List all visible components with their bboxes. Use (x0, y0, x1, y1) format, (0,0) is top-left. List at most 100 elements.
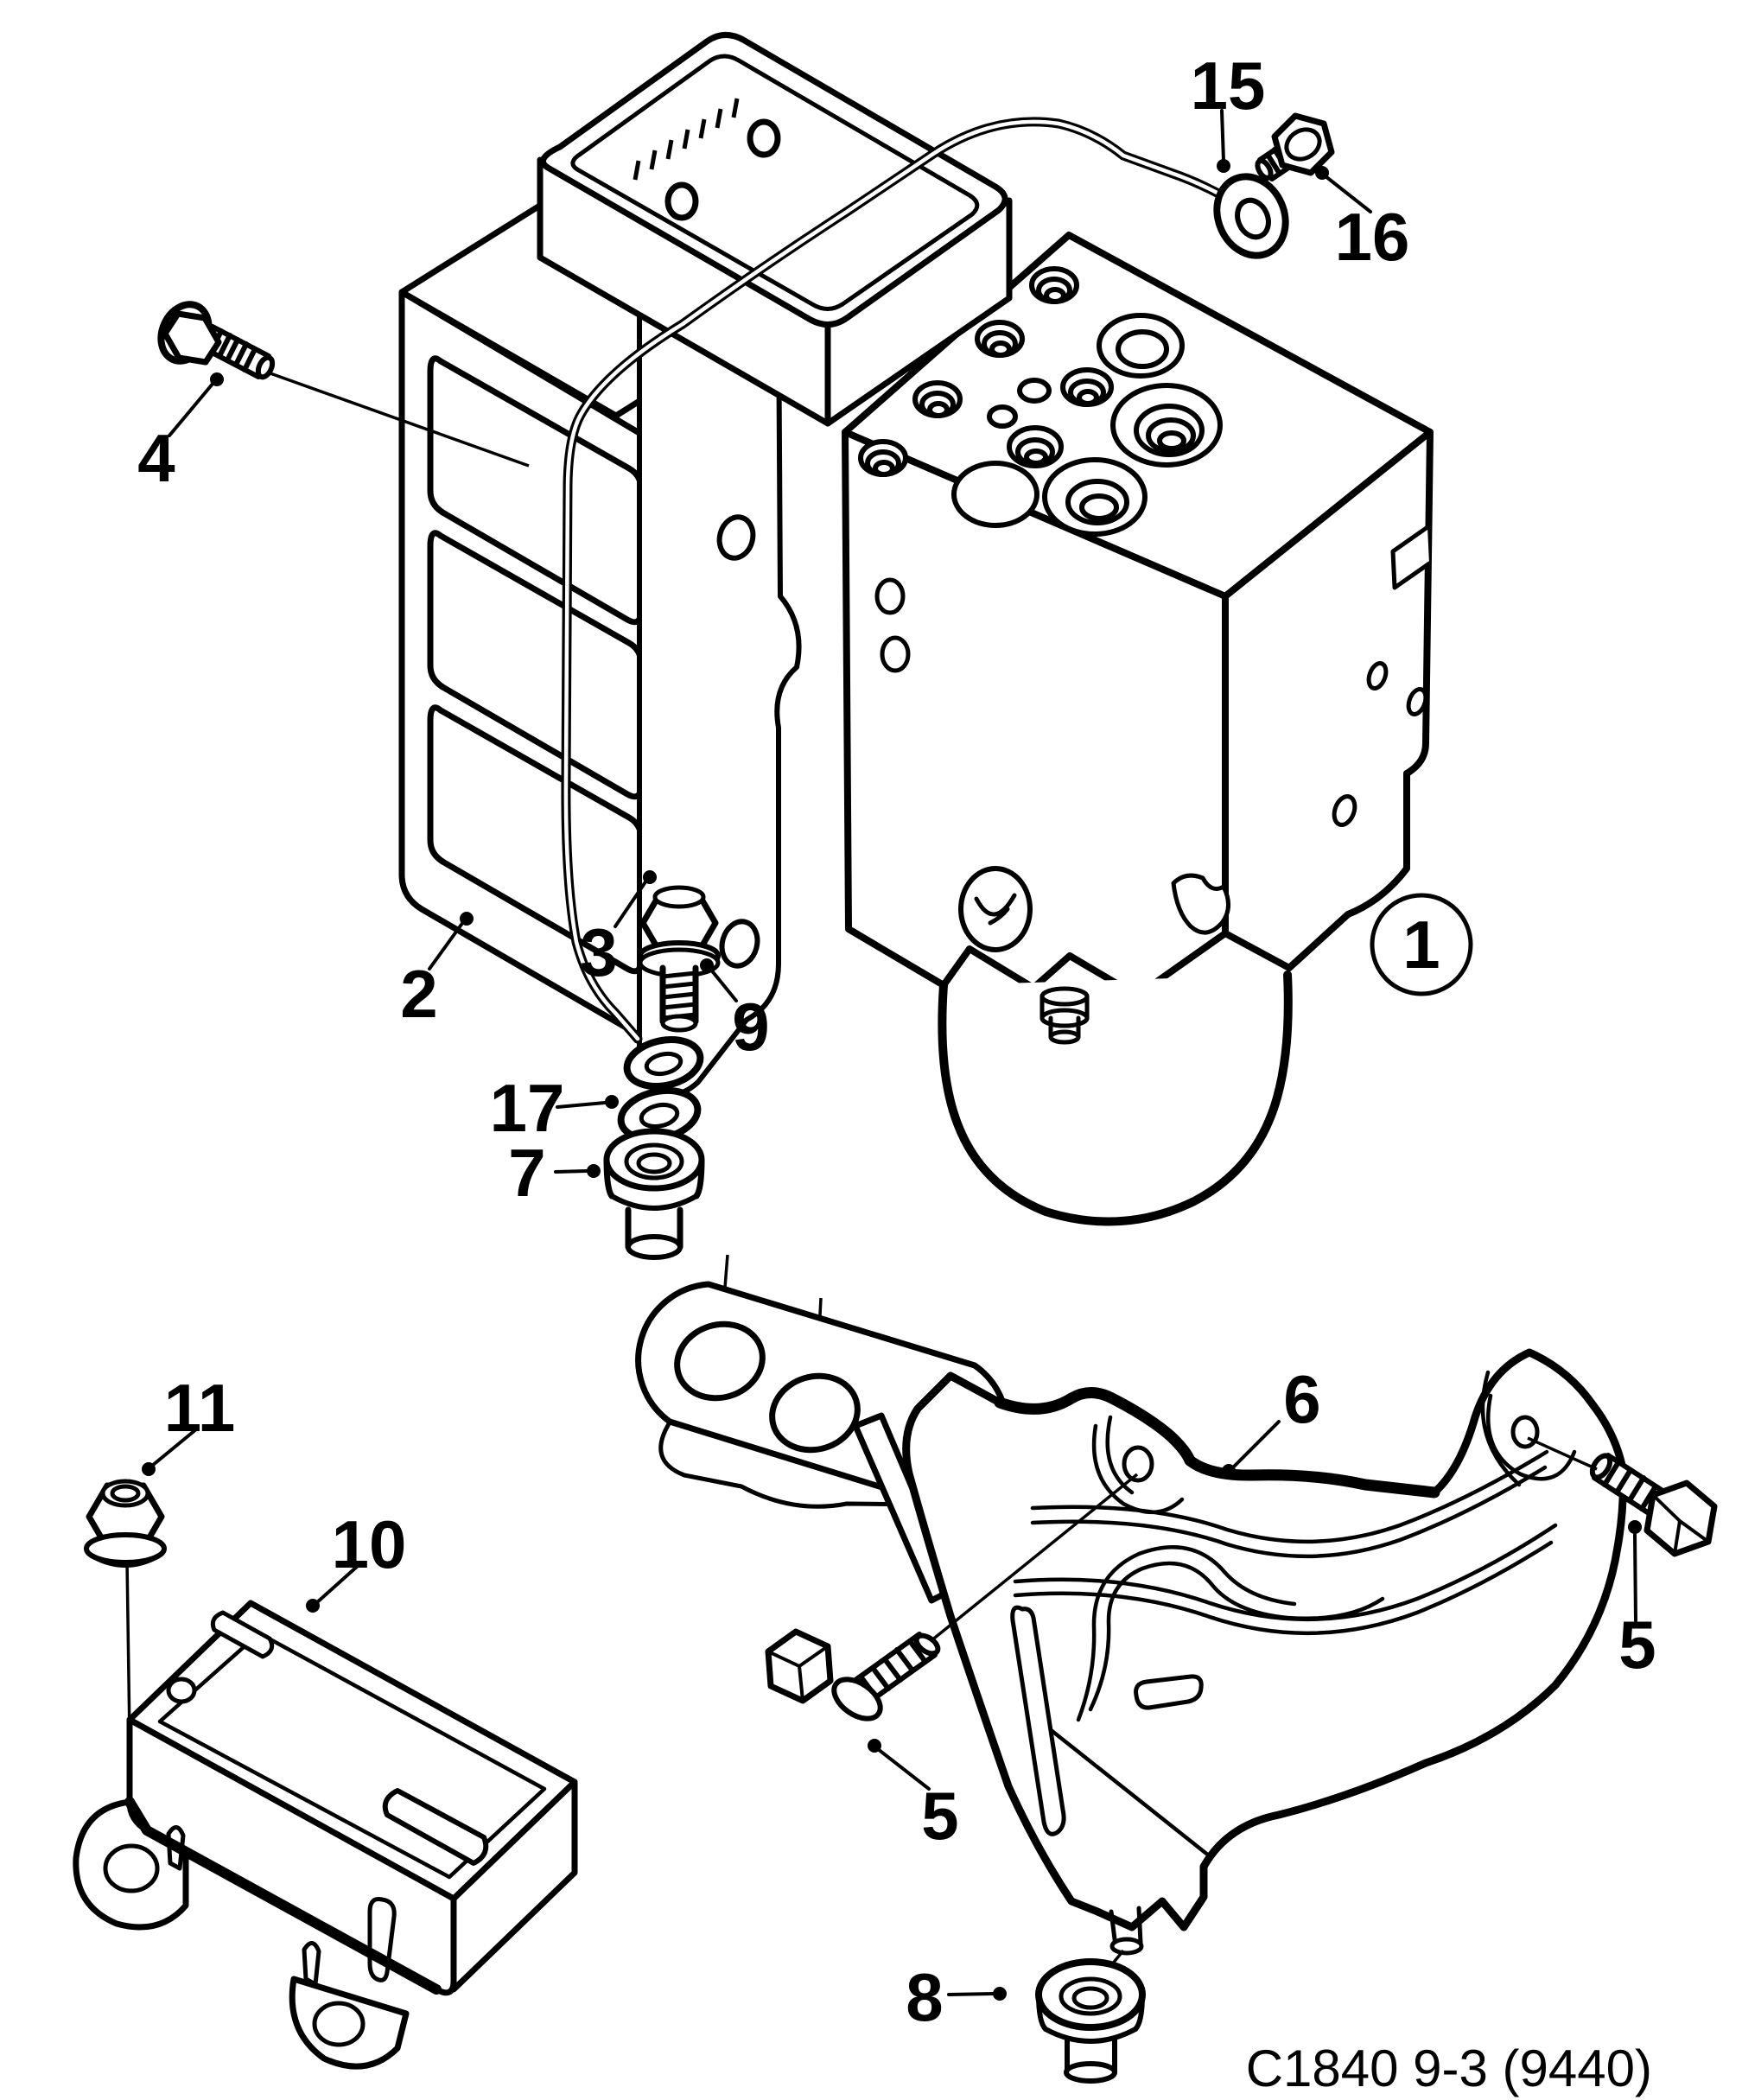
callout-5-right: 5 (1618, 1607, 1656, 1683)
callout-8: 8 (906, 1959, 943, 2035)
bolt9-head-top (652, 885, 706, 909)
bolt5l-threads (858, 1639, 928, 1700)
bolt9-threads (660, 970, 698, 1021)
connector-boss (747, 118, 781, 158)
wire-core (563, 119, 1234, 1041)
bracket-ribs (1013, 1449, 1558, 1859)
module-flange-slot (210, 1610, 275, 1659)
bolt5r-head-facets (1651, 1493, 1710, 1556)
block-right-face (1222, 429, 1434, 971)
callout-10: 10 (332, 1506, 407, 1582)
pump-motor (938, 970, 1293, 1226)
callout-3: 3 (580, 914, 617, 990)
grommet7-stem-bottom (626, 1234, 683, 1260)
bracket-top-shadow (994, 1387, 1440, 1499)
grommet7-lower-rim (609, 1193, 699, 1211)
bolt5r-head-hex (1643, 1480, 1718, 1557)
pump-motor-body (938, 970, 1293, 1226)
nut11-flange-lower (90, 1553, 161, 1568)
module-top-slot (382, 1788, 489, 1866)
bolt5r-tip (1589, 1453, 1613, 1480)
ring-terminal-15 (1213, 173, 1289, 259)
gasket-hole (716, 514, 756, 561)
callout-6: 6 (1283, 1361, 1320, 1437)
connector-top-inset (570, 54, 980, 311)
gasket-hole (719, 919, 760, 969)
module-left-ear-hole (103, 1843, 160, 1893)
connector-boss (664, 181, 699, 221)
bolt5r-centerline (1527, 1436, 1598, 1471)
bracket-slot-small (1134, 1674, 1204, 1710)
connector-pins (633, 98, 740, 181)
callout-labels: 1 2 3 4 5 5 6 7 8 9 10 11 15 16 17 (137, 48, 1656, 2035)
sensor-module (73, 1600, 578, 2070)
bracket-ear-swirl-left (1091, 1415, 1185, 1515)
bracket-slot (1010, 1605, 1066, 1836)
bolt16-tip (1255, 158, 1274, 181)
bolt-16 (1255, 112, 1335, 181)
grommet8-lower-rim (1043, 2027, 1138, 2044)
module-bottom-ear-hole (312, 2001, 366, 2047)
grommet-8 (1035, 1958, 1146, 2084)
ecu-connector (537, 32, 1013, 427)
plate-hole (769, 1372, 861, 1454)
callout-15: 15 (1191, 48, 1266, 124)
flange-nut-11 (84, 1479, 167, 1568)
module-flange-hole (166, 1677, 197, 1704)
block-screw-boss (958, 866, 1033, 952)
bolt4-centerline (267, 371, 530, 468)
callout-1: 1 (1402, 907, 1440, 983)
bolt-5-left (765, 1628, 941, 1721)
grommet8-hole (1071, 1986, 1109, 2010)
bolt5r-threads (1602, 1460, 1671, 1519)
ring-terminal-hole (1235, 197, 1271, 240)
washer-17-hole (639, 1102, 680, 1130)
bolt4-head-hex (162, 310, 222, 366)
bracket-ear-hole-left (1122, 1445, 1154, 1483)
bolt9-tip (660, 1014, 698, 1033)
block-right-notch (1390, 525, 1432, 590)
callout-4: 4 (137, 420, 175, 496)
module-shadow (124, 1797, 442, 1995)
bolt-9 (638, 885, 721, 1033)
washer-stack (617, 1036, 704, 1143)
bolt5l-flange (831, 1677, 883, 1721)
callout-leader-dots (142, 159, 1642, 2001)
block-screw-slot (974, 893, 1017, 926)
grommet-7 (603, 1128, 705, 1260)
callout-11: 11 (164, 1370, 235, 1446)
callout-7: 7 (508, 1135, 545, 1211)
callout-1-circle (1370, 893, 1473, 996)
mounting-bracket (902, 1348, 1627, 1956)
callout-17: 17 (490, 1070, 565, 1146)
block-keyhole-notch (1171, 873, 1230, 935)
grommet7-stem (625, 1206, 683, 1250)
plate-underside (658, 1420, 938, 1509)
callout-9: 9 (732, 989, 769, 1065)
grommet8-stem-bottom (1064, 2061, 1117, 2084)
bolt16-head-top (1284, 127, 1322, 162)
bracket-ear-swirl-right (1480, 1370, 1577, 1487)
wire-eyelet-hole (644, 1051, 683, 1077)
grommet7-hole (636, 1152, 672, 1174)
figure-caption: C1840 9-3 (9440) (1246, 2040, 1652, 2097)
bolt5l-head-facets (766, 1645, 830, 1702)
bolt-5-right (1589, 1453, 1718, 1557)
bolt-4 (157, 301, 276, 380)
plate-hole (674, 1320, 766, 1402)
block-top-holes (858, 266, 1223, 537)
nut11-hole (110, 1484, 141, 1503)
callout-5-left: 5 (921, 1778, 958, 1854)
module-fin (302, 1941, 321, 1987)
bolt5l-centerline (929, 1473, 1139, 1643)
module-front-right-face (450, 1779, 578, 1993)
callout-16: 16 (1335, 199, 1410, 275)
callout-leader-lines (150, 109, 1637, 1996)
block-face-holes (874, 577, 1428, 827)
callout-2: 2 (400, 956, 437, 1032)
ground-wire (561, 117, 1237, 1044)
bracket-foot-peg (1109, 1906, 1144, 1956)
motor-nipple (1039, 986, 1090, 1045)
